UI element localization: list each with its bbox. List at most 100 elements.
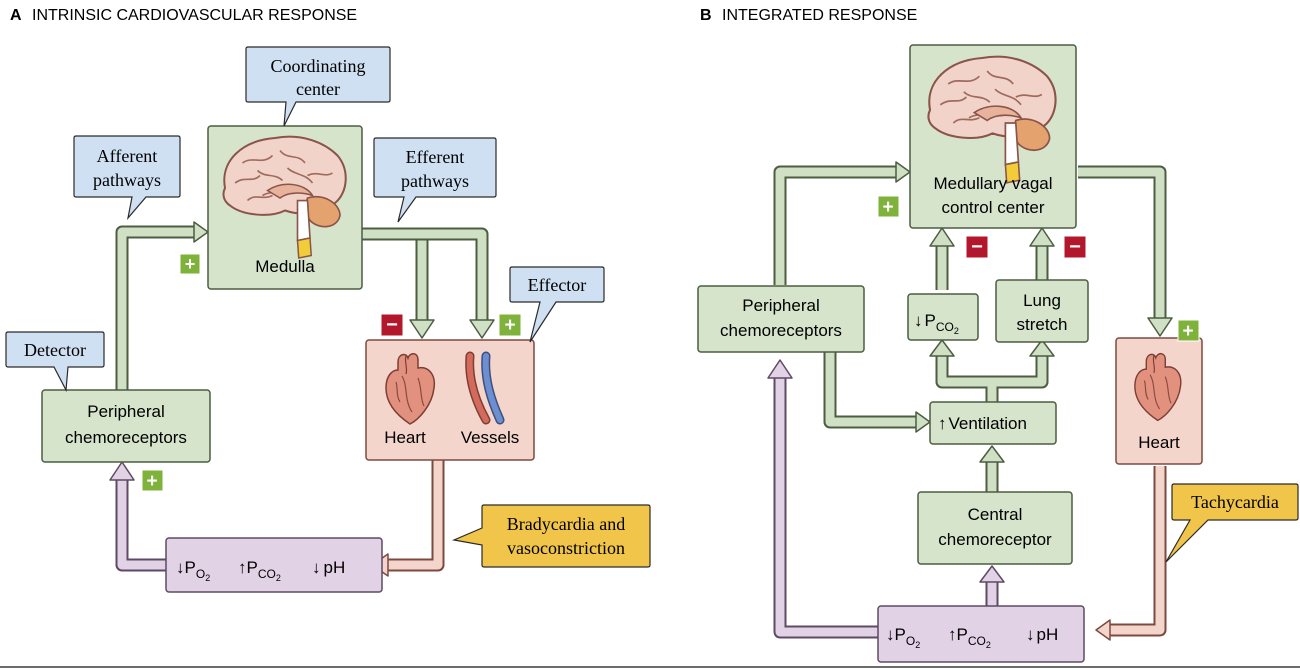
svg-text:↓PO2: ↓PO2 xyxy=(886,625,920,650)
plus-badge-detector: + xyxy=(141,469,164,492)
bradycardia-line-2: vasoconstriction xyxy=(507,538,625,558)
effector-box: Heart Vessels xyxy=(365,339,535,461)
central-line-1: Central xyxy=(968,505,1023,524)
down-arrow-icon: ↓ xyxy=(176,558,185,577)
minus-badge-heart: − xyxy=(380,313,404,337)
panel-a: A INTRINSIC CARDIOVASCULAR RESPONSE xyxy=(5,7,651,593)
pco2-subsub: 2 xyxy=(986,640,991,650)
ventilation-label: Ventilation xyxy=(949,414,1027,433)
tachycardia-label: Tachycardia xyxy=(1191,492,1279,512)
down-arrow-icon: ↓ xyxy=(312,558,321,577)
peripheral-line-1: Peripheral xyxy=(742,296,820,315)
minus-icon: − xyxy=(1069,236,1081,258)
afferent-line-1: Afferent xyxy=(97,146,158,166)
pco2-sub: CO xyxy=(936,320,954,334)
peripheral-chemoreceptors-a: Peripheral chemoreceptors xyxy=(41,389,211,463)
panel-b: B INTEGRATED RESPONSE xyxy=(697,7,1299,663)
chemoreceptors-line-2: chemoreceptors xyxy=(65,428,187,447)
callout-bradycardia: Bradycardia and vasoconstriction xyxy=(451,504,651,568)
pco2-sub: CO xyxy=(258,567,276,581)
minus-icon: − xyxy=(386,314,398,336)
plus-icon: + xyxy=(882,197,893,218)
svg-text:↑Ventilation: ↑Ventilation xyxy=(938,414,1027,433)
plus-badge-heart: + xyxy=(1177,319,1200,342)
svg-text:↑PCO2: ↑PCO2 xyxy=(238,558,281,583)
pco2-box: ↓PCO2 xyxy=(907,293,979,341)
pco2-symbol: P xyxy=(925,311,936,330)
ph-label: pH xyxy=(324,558,346,577)
po2-subsub: 2 xyxy=(205,573,210,583)
central-chemoreceptor-box: Central chemoreceptor xyxy=(917,491,1073,565)
down-arrow-icon: ↓ xyxy=(1026,625,1035,644)
plus-icon: + xyxy=(146,471,157,492)
svg-text:↓PCO2: ↓PCO2 xyxy=(914,311,959,336)
panel-a-letter: A xyxy=(10,7,22,24)
po2-symbol: P xyxy=(895,625,906,644)
plus-badge-afferent: + xyxy=(179,253,201,275)
panel-b-title: INTEGRATED RESPONSE xyxy=(722,7,917,24)
medullary-center-box: Medullary vagal control center xyxy=(909,44,1077,229)
coordinating-line-1: Coordinating xyxy=(271,56,366,76)
up-arrow-icon: ↑ xyxy=(938,414,947,433)
panel-a-title: INTRINSIC CARDIOVASCULAR RESPONSE xyxy=(32,7,357,24)
ph-label: pH xyxy=(1037,625,1059,644)
svg-text:↓pH: ↓pH xyxy=(1026,625,1058,644)
svg-text:↓PO2: ↓PO2 xyxy=(176,558,210,583)
minus-badge-lung: − xyxy=(1063,235,1087,259)
heart-label-b: Heart xyxy=(1138,433,1180,452)
lung-line-2: stretch xyxy=(1016,315,1067,334)
central-line-2: chemoreceptor xyxy=(938,530,1052,549)
plus-icon: + xyxy=(185,254,196,274)
center-line-2: control center xyxy=(942,198,1045,217)
po2-sub: O xyxy=(196,567,205,581)
svg-text:↓pH: ↓pH xyxy=(312,558,345,577)
callout-afferent: Afferent pathways xyxy=(73,135,181,221)
pco2-subsub: 2 xyxy=(276,573,281,583)
plus-icon: + xyxy=(504,315,515,336)
callout-efferent: Efferent pathways xyxy=(373,137,497,223)
stimulus-box-b: ↓PO2 ↑PCO2 ↓pH xyxy=(877,605,1085,663)
coordinating-line-2: center xyxy=(296,79,340,99)
lung-stretch-box: Lung stretch xyxy=(995,279,1089,343)
callout-detector: Detector xyxy=(5,331,105,393)
heart-box-b: Heart xyxy=(1115,337,1203,465)
down-arrow-icon: ↓ xyxy=(914,311,923,330)
minus-badge-pco2: − xyxy=(965,235,989,259)
afferent-line-2: pathways xyxy=(93,170,161,190)
panel-a-arrows xyxy=(115,225,489,572)
pco2-symbol: P xyxy=(247,558,258,577)
svg-text:↑PCO2: ↑PCO2 xyxy=(948,625,991,650)
callout-coordinating-center: Coordinating center xyxy=(245,46,391,127)
ventilation-box: ↑Ventilation xyxy=(929,401,1057,445)
panel-b-letter: B xyxy=(700,7,712,24)
detector-label: Detector xyxy=(24,340,86,360)
center-line-1: Medullary vagal xyxy=(933,174,1052,193)
pco2-symbol: P xyxy=(957,625,968,644)
effector-label: Effector xyxy=(528,275,587,295)
plus-badge-peripheral: + xyxy=(877,195,900,218)
pco2-subsub: 2 xyxy=(954,326,959,336)
po2-subsub: 2 xyxy=(915,640,920,650)
medulla-box: Medulla xyxy=(207,125,363,290)
up-arrow-icon: ↑ xyxy=(948,625,957,644)
chemoreceptors-line-1: Peripheral xyxy=(87,402,165,421)
efferent-line-2: pathways xyxy=(401,171,469,191)
panel-b-arrowheads xyxy=(767,161,1173,641)
callout-effector: Effector xyxy=(509,266,605,343)
lung-line-1: Lung xyxy=(1023,291,1061,310)
po2-sub: O xyxy=(906,634,915,648)
plus-badge-vessels: + xyxy=(498,313,522,337)
peripheral-line-2: chemoreceptors xyxy=(720,321,842,340)
vessels-icon xyxy=(465,351,505,425)
medulla-label: Medulla xyxy=(255,257,315,276)
efferent-line-1: Efferent xyxy=(406,147,465,167)
stimulus-box-a: ↓PO2 ↑PCO2 ↓pH xyxy=(165,537,383,593)
vessels-label: Vessels xyxy=(461,428,520,447)
pco2-sub: CO xyxy=(968,634,986,648)
plus-icon: + xyxy=(1182,321,1193,342)
bradycardia-line-1: Bradycardia and xyxy=(507,514,625,534)
peripheral-chemoreceptors-b: Peripheral chemoreceptors xyxy=(697,285,865,353)
heart-label-a: Heart xyxy=(384,428,426,447)
up-arrow-icon: ↑ xyxy=(238,558,247,577)
